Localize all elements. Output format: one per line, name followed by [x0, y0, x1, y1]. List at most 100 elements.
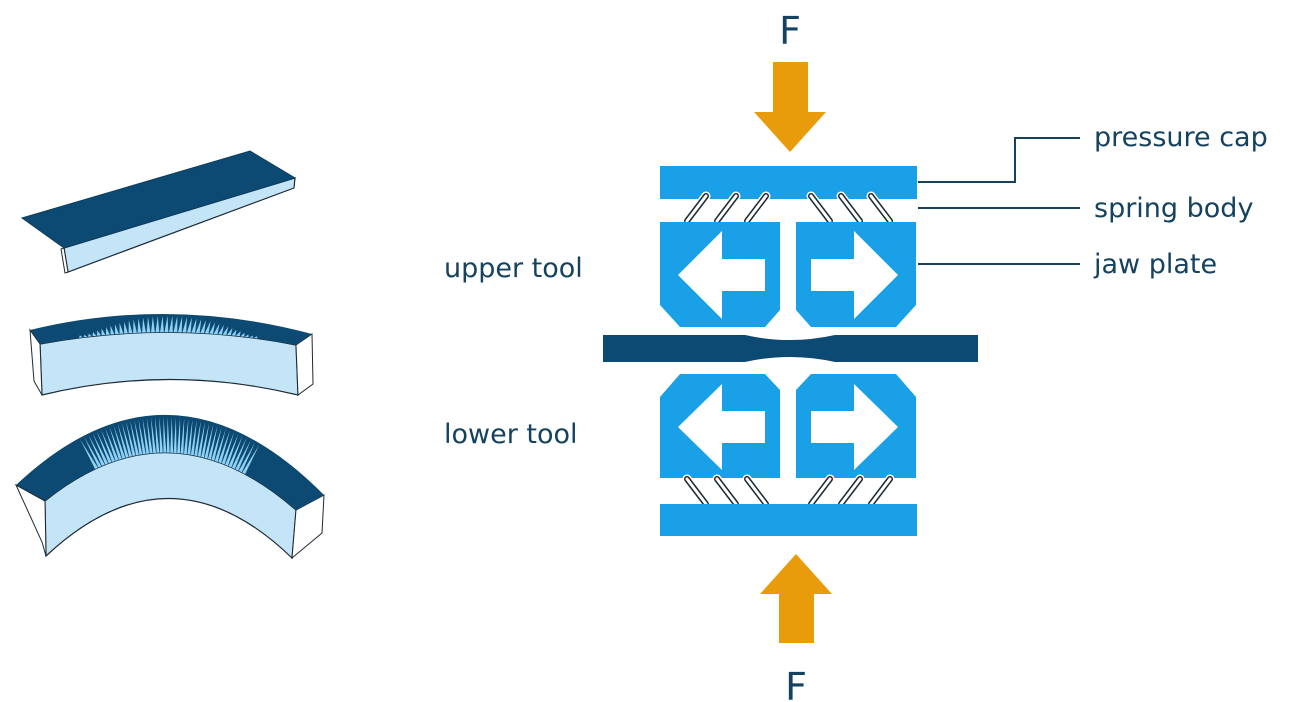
stretch-spike — [195, 319, 202, 334]
bottom-force-arrow — [760, 554, 832, 643]
spring-body-label: spring body — [1094, 193, 1253, 224]
lower-pressure-cap — [660, 504, 917, 536]
stretch-spike — [173, 316, 178, 333]
lower-spring-body — [682, 474, 895, 509]
top-force-arrow — [754, 62, 826, 152]
stretch-spike — [170, 416, 174, 453]
stretch-spike — [142, 317, 146, 333]
stretch-spike — [197, 421, 206, 457]
stretch-spike — [128, 320, 133, 334]
stretch-spike — [119, 322, 124, 334]
upper-jaw-plate — [660, 222, 916, 327]
jaw-plate-label: jaw plate — [1093, 249, 1217, 280]
stretch-spike — [117, 423, 129, 458]
stretch-spike — [133, 319, 137, 334]
stretch-spike — [159, 416, 163, 453]
stretch-spike — [173, 417, 177, 454]
stretch-spike — [115, 324, 119, 335]
upper-pressure-cap — [660, 166, 917, 199]
stretch-spike — [221, 432, 235, 465]
stretch-spike — [200, 320, 206, 334]
stretch-spike — [164, 315, 169, 333]
stretch-spike — [227, 327, 233, 336]
stretch-spike — [225, 433, 239, 466]
stretch-spike — [253, 336, 258, 339]
stretch-spike — [87, 333, 92, 337]
stretch-spike — [186, 317, 192, 333]
stretch-spikes-bottom — [80, 416, 260, 475]
stretch-spike — [146, 317, 151, 333]
stretch-spike — [142, 418, 150, 454]
straight-angle-profile — [20, 150, 297, 274]
stretch-spike — [105, 428, 119, 461]
lower-jaw-plate — [660, 374, 916, 478]
stretch-spike — [249, 335, 254, 338]
bottom-force-label: F — [785, 665, 807, 702]
stretch-spike — [130, 420, 139, 456]
stretch-spike — [177, 417, 181, 454]
stretch-spike — [160, 315, 164, 333]
stretch-spike — [83, 334, 88, 338]
upper-right-arrow-icon — [811, 231, 898, 319]
stretch-spike — [113, 425, 126, 459]
stretch-spike — [218, 325, 224, 335]
stretch-spike — [124, 321, 128, 334]
stretch-spike — [231, 438, 247, 470]
stretch-spike — [194, 420, 201, 457]
stretch-spike — [214, 428, 226, 462]
stretch-spike — [240, 332, 245, 337]
stretch-spike — [92, 433, 109, 465]
stretch-spike — [190, 420, 197, 456]
stretch-spike — [151, 316, 155, 333]
strongly-curved-angle-profile — [14, 414, 325, 560]
stretch-spike — [146, 417, 153, 454]
pressure-cap-leader — [918, 137, 1080, 183]
lower-tool-label: lower tool — [444, 419, 578, 450]
slightly-curved-angle-profile — [29, 313, 314, 396]
stretch-spike — [238, 442, 255, 473]
stretch-spike — [222, 326, 229, 335]
stretch-spike — [150, 417, 157, 454]
pressure-cap-label: pressure cap — [1094, 122, 1268, 153]
stretch-spike — [101, 429, 116, 463]
stretch-spike — [121, 422, 133, 457]
stretch-spike — [134, 419, 143, 455]
stretch-spike — [106, 327, 110, 335]
stretch-spike — [231, 329, 237, 336]
upper-left-arrow-icon — [678, 231, 765, 319]
lower-left-arrow-icon — [678, 384, 765, 470]
stretch-spike — [204, 424, 214, 459]
stretch-spike — [213, 323, 220, 335]
stretch-spike — [244, 334, 249, 338]
stretch-spike — [92, 331, 97, 337]
upper-spring-body — [682, 191, 895, 226]
stretch-spike — [218, 430, 231, 464]
stretch-spike — [242, 445, 260, 475]
stretch-spike — [211, 427, 222, 461]
stretch-spike — [204, 321, 211, 334]
stretch-spike — [110, 325, 115, 335]
stretch-spike — [191, 318, 197, 333]
stretch-spike — [101, 328, 106, 336]
upper-tool-label: upper tool — [444, 253, 583, 284]
stretch-spikes-middle — [78, 315, 258, 339]
stretch-spike — [155, 417, 160, 453]
stretch-spike — [235, 440, 251, 471]
stretch-spike — [169, 315, 173, 333]
stretch-spike — [235, 331, 241, 337]
stretch-spike — [155, 316, 160, 333]
stretch-spike — [183, 418, 189, 455]
stretch-spike — [166, 416, 170, 453]
stretch-spike — [163, 416, 167, 453]
stretch-spike — [228, 435, 243, 468]
stretch-spike — [137, 318, 142, 333]
stretch-spike — [88, 435, 105, 466]
stretch-spike — [138, 419, 146, 455]
stretch-spike — [97, 330, 101, 336]
stretch-spike — [96, 431, 112, 464]
stretch-spike — [177, 316, 183, 333]
stretch-spike — [209, 322, 216, 334]
stretch-spike — [109, 426, 122, 460]
